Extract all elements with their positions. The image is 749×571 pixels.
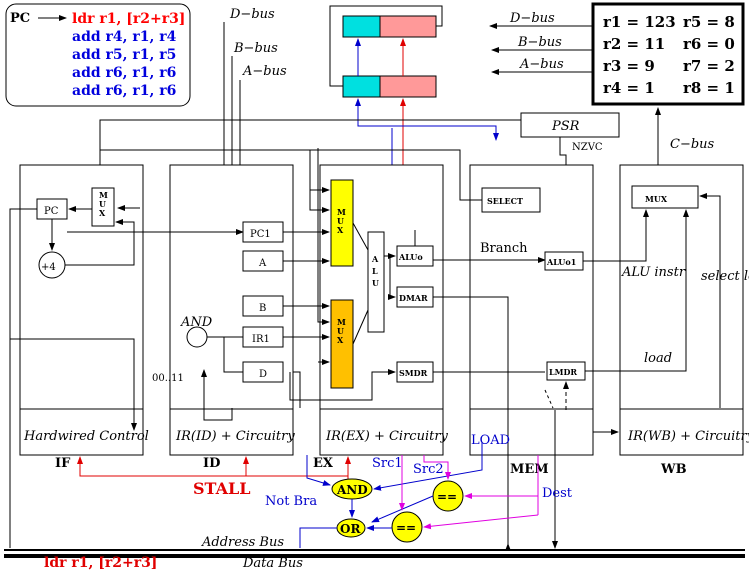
pc-pointer-label: PC bbox=[10, 11, 30, 26]
branch-label: Branch bbox=[480, 241, 528, 256]
eq-label-src2: == bbox=[437, 490, 457, 504]
code-line: add r4, r1, r4 bbox=[72, 29, 177, 45]
psr-label: PSR bbox=[551, 119, 580, 134]
and-node bbox=[186, 326, 208, 348]
if-stage-label: IF bbox=[55, 456, 71, 471]
register-file: r1 = 123 r5 = 8 r2 = 11 r6 = 0 r3 = 9 r7… bbox=[591, 2, 745, 106]
regfile-latch-top bbox=[342, 15, 437, 38]
dest-label: Dest bbox=[542, 486, 573, 501]
mem-stage-label: MEM bbox=[510, 462, 549, 477]
code-line: ldr r1, [r2+r3] bbox=[72, 11, 185, 27]
register-value: r3 = 9 bbox=[603, 57, 655, 75]
d-bus-label-left: D−bus bbox=[229, 7, 275, 22]
alu-instr-label: ALU instr bbox=[621, 265, 686, 280]
svg-text:U: U bbox=[337, 216, 344, 226]
stall-label: STALL bbox=[193, 479, 251, 498]
aluo1-label: ALUo1 bbox=[546, 257, 576, 267]
ir1-label: IR1 bbox=[252, 334, 270, 345]
b-label: B bbox=[259, 303, 266, 314]
if-mux bbox=[91, 187, 115, 227]
not-bra-label: Not Bra bbox=[265, 494, 317, 509]
psr-box bbox=[520, 112, 620, 138]
select-load-label: select load bbox=[701, 269, 749, 284]
wb-mux-label: MUX bbox=[645, 194, 668, 204]
bottom-instruction: ldr r1, [r2+r3] bbox=[44, 555, 157, 571]
register-value: r2 = 11 bbox=[603, 35, 665, 53]
wb-stage-box bbox=[619, 164, 744, 456]
src2-label: Src2 bbox=[413, 462, 444, 477]
mem-stage-box bbox=[469, 164, 594, 456]
register-value: r4 = 1 bbox=[603, 79, 655, 97]
ir-id-label: IR(ID) + Circuitry bbox=[175, 429, 295, 444]
svg-text:X: X bbox=[337, 225, 344, 235]
select-box bbox=[481, 187, 541, 213]
load-label: load bbox=[644, 351, 672, 366]
wb-mux bbox=[631, 185, 699, 209]
a-label: A bbox=[258, 258, 267, 269]
const-label: 00..11 bbox=[152, 373, 184, 384]
a-bus-label-left: A−bus bbox=[242, 64, 287, 79]
ir-wb-label: IR(WB) + Circuitry bbox=[627, 429, 749, 444]
code-line: add r5, r1, r5 bbox=[72, 47, 176, 63]
ex-stage-label: EX bbox=[313, 456, 334, 471]
code-line: add r6, r1, r6 bbox=[72, 65, 176, 81]
and-gate-label: AND bbox=[336, 483, 368, 497]
nzvc-label: NZVC bbox=[572, 142, 603, 153]
svg-text:U: U bbox=[99, 199, 106, 209]
hazard-eq-src1 bbox=[391, 511, 423, 543]
wb-stage-label: WB bbox=[660, 462, 687, 477]
load-signal-label: LOAD bbox=[471, 433, 510, 448]
a-bus-label-right: A−bus bbox=[519, 57, 564, 72]
and-node-label: AND bbox=[180, 315, 213, 330]
register-value: r1 = 123 bbox=[603, 13, 676, 31]
svg-text:X: X bbox=[99, 208, 106, 218]
plus4-label: +4 bbox=[41, 262, 56, 273]
eq-label-src1: == bbox=[396, 521, 416, 535]
code-listing: PC ldr r1, [r2+r3] add r4, r1, r4 add r5… bbox=[5, 3, 191, 107]
or-gate-label: OR bbox=[340, 522, 361, 536]
svg-text:L: L bbox=[372, 266, 378, 276]
ir-ex-label: IR(EX) + Circuitry bbox=[325, 429, 449, 444]
dmar-label: DMAR bbox=[399, 293, 428, 303]
aluo-label: ALUo bbox=[398, 252, 423, 262]
register-value: r5 = 8 bbox=[683, 13, 735, 31]
svg-text:U: U bbox=[372, 278, 379, 288]
pc-register-label: PC bbox=[44, 206, 59, 217]
alu-unit bbox=[367, 231, 385, 333]
lmdr-label: LMDR bbox=[549, 367, 577, 377]
address-bus-label: Address Bus bbox=[201, 535, 284, 550]
code-line: add r6, r1, r6 bbox=[72, 83, 176, 99]
register-value: r7 = 2 bbox=[683, 57, 735, 75]
regfile-latch-bottom bbox=[342, 75, 437, 98]
id-stage-label: ID bbox=[203, 456, 220, 471]
svg-text:M: M bbox=[337, 207, 346, 217]
src1-label: Src1 bbox=[372, 456, 403, 471]
select-label: SELECT bbox=[487, 196, 523, 206]
svg-text:X: X bbox=[337, 335, 344, 345]
svg-text:A: A bbox=[371, 254, 379, 264]
c-bus-label: C−bus bbox=[670, 137, 715, 152]
pc1-label: PC1 bbox=[250, 229, 271, 240]
svg-text:U: U bbox=[337, 326, 344, 336]
svg-text:M: M bbox=[337, 317, 346, 327]
register-value: r8 = 1 bbox=[683, 79, 735, 97]
data-bus-label: Data Bus bbox=[242, 556, 303, 571]
svg-text:M: M bbox=[99, 190, 108, 200]
hardwired-control-label: Hardwired Control bbox=[23, 429, 149, 444]
register-value: r6 = 0 bbox=[683, 35, 735, 53]
d-label: D bbox=[259, 369, 267, 380]
smdr-label: SMDR bbox=[399, 368, 428, 378]
b-bus-label-right: B−bus bbox=[517, 35, 562, 50]
b-bus-label-left: B−bus bbox=[233, 41, 278, 56]
d-bus-label-right: D−bus bbox=[509, 11, 555, 26]
